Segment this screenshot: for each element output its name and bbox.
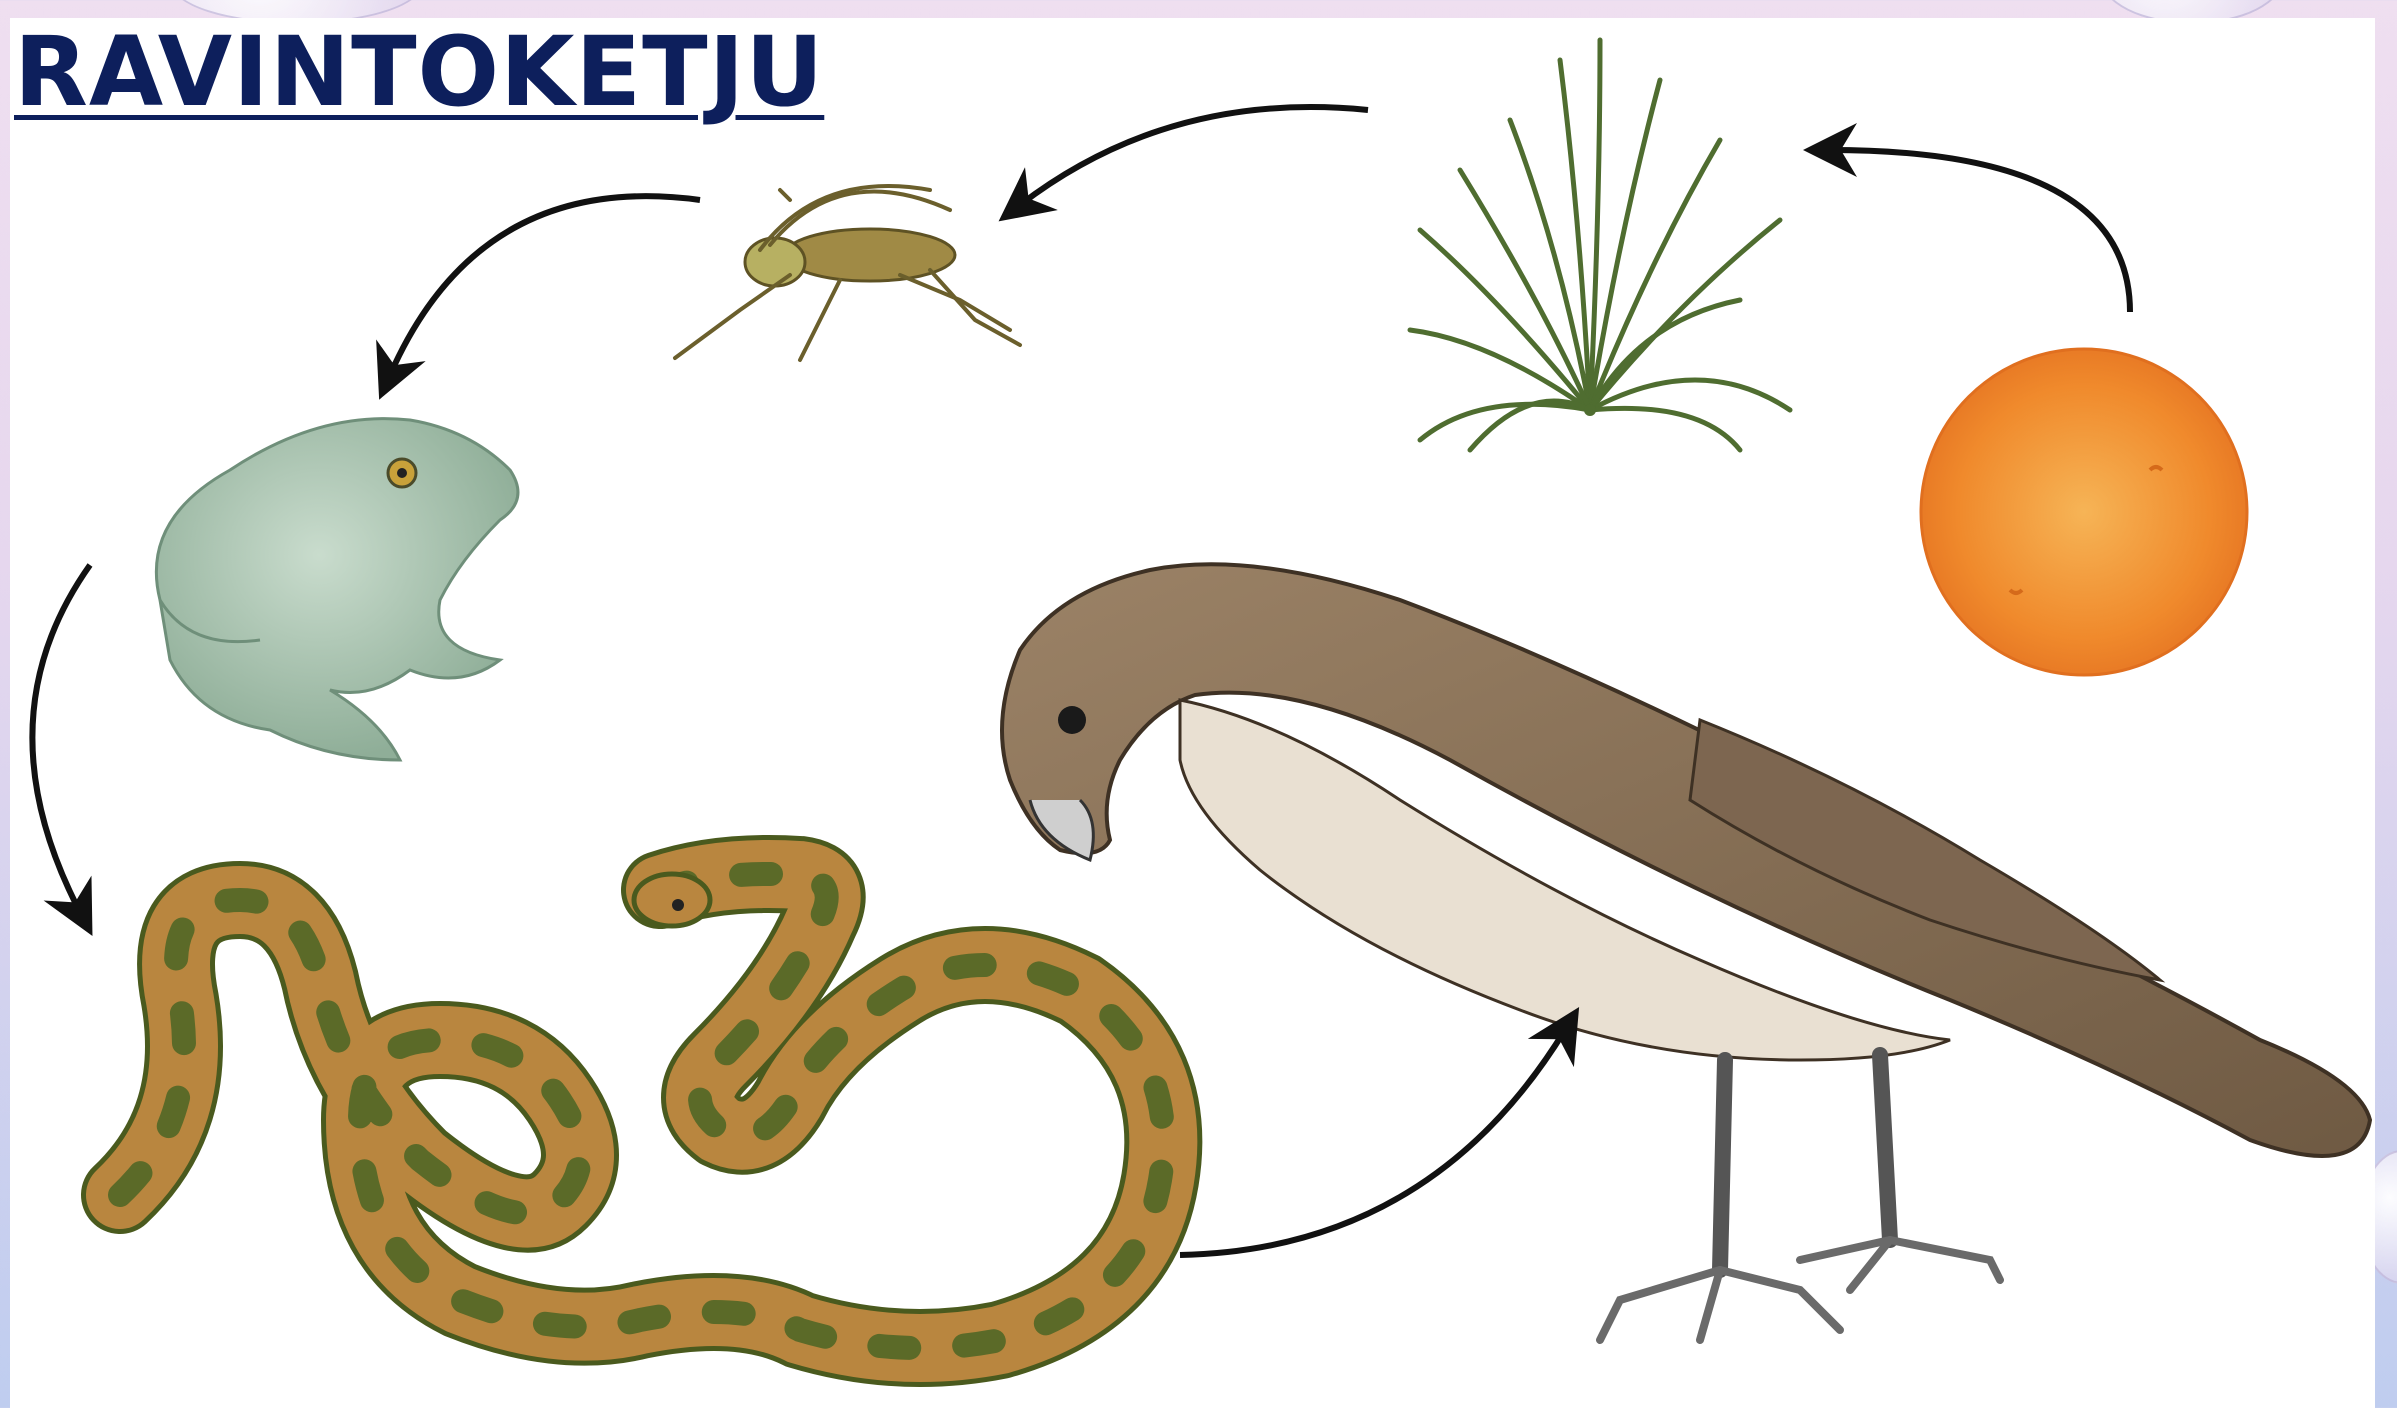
snake bbox=[120, 874, 1163, 1348]
arrow-sun-to-grass bbox=[1830, 150, 2130, 312]
grasshopper bbox=[675, 186, 1020, 360]
page-title: RAVINTOKETJU bbox=[14, 22, 824, 123]
arrow-frog-to-snake bbox=[32, 565, 90, 912]
grass bbox=[1410, 40, 1790, 450]
arrow-grass-to-grasshopper bbox=[1020, 107, 1368, 205]
frog bbox=[156, 419, 518, 760]
arrow-grasshopper-to-frog bbox=[390, 196, 700, 375]
hawk bbox=[1002, 564, 2370, 1340]
sun bbox=[1921, 349, 2247, 675]
arrow-snake-to-hawk bbox=[1180, 1030, 1565, 1255]
